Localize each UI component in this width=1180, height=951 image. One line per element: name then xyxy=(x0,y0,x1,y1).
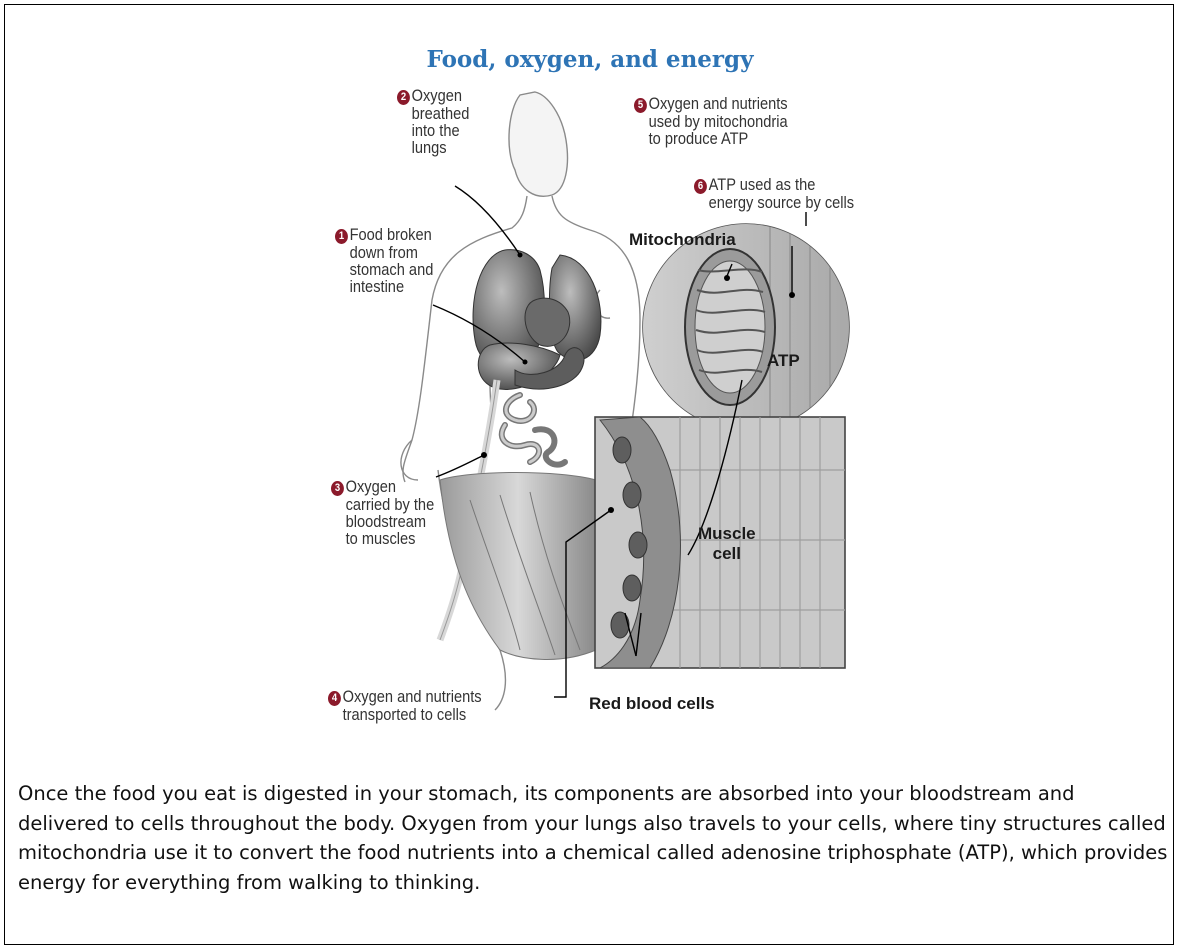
body-paragraph: Once the food you eat is digested in you… xyxy=(18,779,1168,897)
callout-number: 1 xyxy=(335,229,348,244)
mitochondria-label: Mitochondria xyxy=(629,230,736,250)
callout-number: 2 xyxy=(397,90,410,105)
red-blood-cells-label: Red blood cells xyxy=(589,694,715,714)
callout-number: 3 xyxy=(331,481,344,496)
callout-number: 6 xyxy=(694,179,707,194)
callout-number: 4 xyxy=(328,691,341,706)
mitochondria-inset xyxy=(643,224,849,430)
muscle-cell-label: Muscle cell xyxy=(698,524,756,564)
atp-label: ATP xyxy=(767,351,800,371)
callout-number: 5 xyxy=(634,98,647,113)
anatomy-illustration xyxy=(0,0,1180,760)
